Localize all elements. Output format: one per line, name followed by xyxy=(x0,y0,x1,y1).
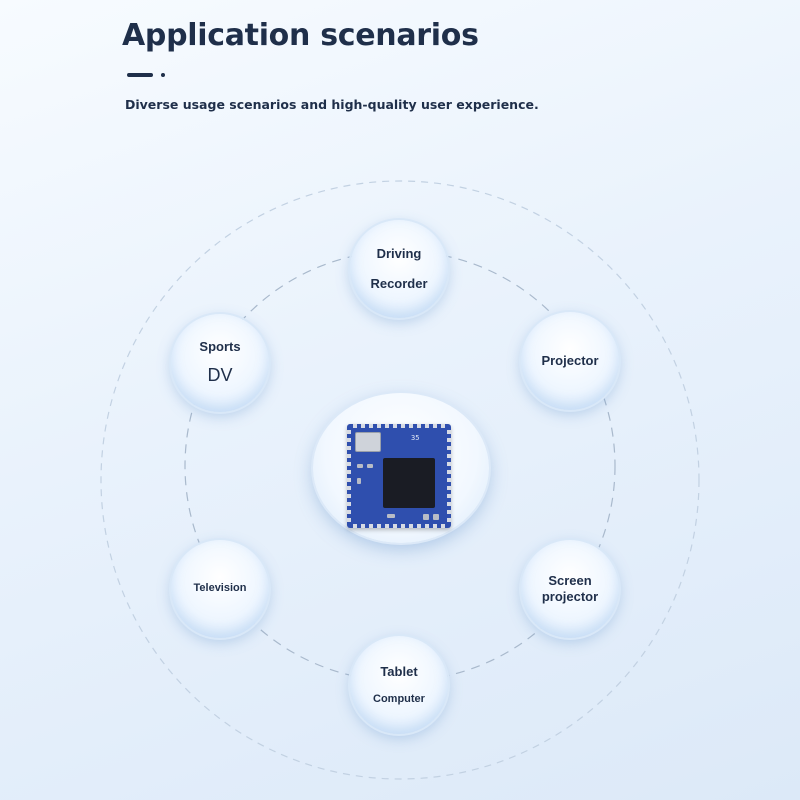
scenario-tablet-computer: Tablet Computer xyxy=(350,636,448,734)
chip-processor xyxy=(383,458,435,508)
scenario-tablet-computer-line1: Tablet xyxy=(380,663,418,679)
chip-component xyxy=(423,514,429,520)
scenario-sports-dv: Sports DV xyxy=(171,314,269,412)
chip-component xyxy=(433,514,439,520)
chip-component xyxy=(367,464,373,468)
scenario-tablet-computer-line2: Computer xyxy=(373,693,425,706)
chip-component xyxy=(387,514,395,518)
scenario-projector-line1: Projector xyxy=(541,353,599,369)
chip-component xyxy=(357,464,363,468)
scenario-television-line1: Television xyxy=(193,582,247,595)
chip-pads-bottom xyxy=(353,524,445,528)
page-subtitle: Diverse usage scenarios and high-quality… xyxy=(125,97,539,112)
scenario-projector: Projector xyxy=(521,312,619,410)
chip-component xyxy=(357,478,361,484)
chip-label: 35 xyxy=(411,434,420,442)
scenario-screen-projector-line1: Screen xyxy=(548,573,592,589)
scenario-driving-recorder-line2: Recorder xyxy=(370,276,428,291)
wifi-module-chip-icon: 35 xyxy=(347,424,451,528)
scenario-sports-dv-line2: DV xyxy=(207,365,233,385)
scenario-television: Television xyxy=(171,540,269,638)
scenario-driving-recorder: Driving Recorder xyxy=(350,220,448,318)
chip-crystal xyxy=(355,432,381,452)
chip-pads-right xyxy=(447,430,451,522)
title-accent-dot xyxy=(161,73,165,77)
scenario-screen-projector-line2: projector xyxy=(541,589,599,604)
scenario-sports-dv-line1: Sports xyxy=(199,339,241,355)
outer-orbit-ring xyxy=(100,180,700,780)
chip-pads-top xyxy=(353,424,445,428)
title-accent-bar xyxy=(127,73,153,77)
scenario-driving-recorder-line1: Driving xyxy=(376,246,422,262)
chip-pads-left xyxy=(347,430,351,522)
page-title: Application scenarios xyxy=(122,18,479,53)
scenario-screen-projector: Screen projector xyxy=(521,540,619,638)
